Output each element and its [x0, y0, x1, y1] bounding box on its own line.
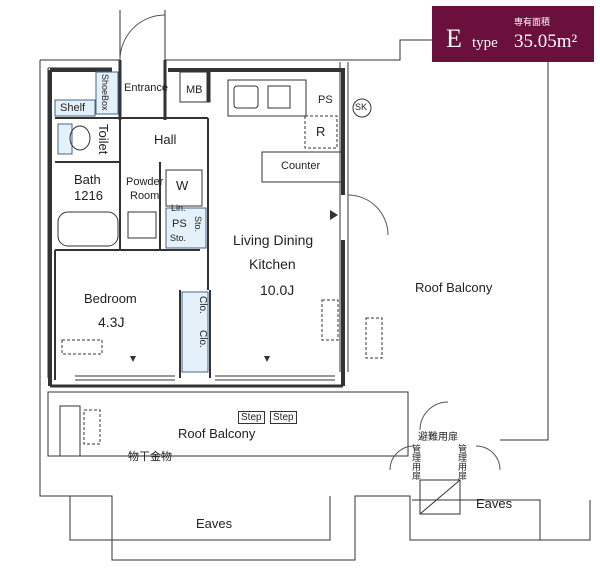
stove — [267, 85, 291, 109]
wall-bath — [55, 161, 200, 251]
storage-units — [165, 207, 207, 249]
label-eaves-left: Eaves — [196, 516, 233, 531]
entry-door-swing — [119, 14, 166, 61]
roof-balcony-lower — [47, 391, 409, 457]
area-value: 35.05m² — [514, 31, 578, 52]
evac-hatch — [419, 479, 461, 515]
window-arrow-bedroom — [130, 356, 136, 362]
wall-entry — [118, 60, 210, 120]
label-ps: PS — [172, 218, 187, 230]
label-sk: SK — [355, 102, 368, 112]
window-arrow-ldk — [264, 356, 270, 362]
washer-box — [165, 169, 203, 207]
mb-box — [179, 71, 211, 103]
shoebox-unit — [95, 71, 119, 115]
label-mgmt-door-1: 管理用扉 — [411, 444, 421, 480]
label-entrance: Entrance — [124, 82, 169, 94]
label-roof-balcony-bottom: Roof Balcony — [178, 426, 256, 441]
label-bedroom: Bedroom — [84, 291, 137, 306]
area-caption: 専有面積 — [514, 18, 551, 28]
label-drying: 物干金物 — [128, 451, 172, 463]
label-mb: MB — [186, 84, 203, 96]
wall-hall — [55, 117, 209, 290]
label-bath-size: 1216 — [74, 188, 103, 203]
label-room: Room — [130, 190, 160, 202]
label-clo-1: Clo. — [197, 296, 208, 314]
type-word: type — [472, 35, 498, 51]
washbasin — [127, 211, 157, 239]
label-eaves-right: Eaves — [476, 496, 513, 511]
label-toilet: Toilet — [96, 124, 111, 155]
vent-ldk — [321, 299, 339, 341]
label-clo-2: Clo. — [197, 330, 208, 348]
label-hall: Hall — [154, 132, 177, 147]
label-step-1: Step — [238, 411, 265, 424]
eaves-left — [69, 496, 331, 560]
counter-box — [261, 151, 343, 183]
label-w: W — [176, 178, 189, 193]
sk-circle — [352, 98, 372, 118]
toilet-bowl — [69, 125, 91, 151]
label-evac-door: 避難用扉 — [418, 432, 458, 443]
vent-balcony — [365, 317, 383, 359]
mgmt-door-swing — [389, 445, 501, 471]
wall-bedroom — [54, 250, 211, 380]
hatch-diagonal — [419, 479, 461, 515]
label-powder: Powder — [126, 176, 164, 188]
vent-bedroom — [61, 339, 103, 355]
window-bedroom — [75, 375, 175, 381]
label-ldk-2: Kitchen — [249, 256, 296, 272]
window-ldk — [215, 375, 335, 381]
label-r: R — [316, 124, 326, 139]
label-lin: Lin. — [171, 203, 186, 213]
closet-units — [181, 291, 209, 373]
label-ldk-1: Living Dining — [233, 232, 314, 248]
type-letter: E — [446, 24, 462, 53]
kitchen-counter — [227, 79, 307, 117]
fridge-box — [304, 115, 338, 149]
bathtub — [57, 211, 119, 247]
label-step-2: Step — [270, 411, 297, 424]
label-sto-1: Sto. — [170, 233, 187, 243]
label-roof-balcony-right: Roof Balcony — [415, 280, 493, 295]
label-counter: Counter — [281, 160, 321, 172]
sink — [233, 85, 259, 109]
toilet-tank — [57, 123, 73, 155]
label-sto-2: Sto. — [193, 216, 203, 233]
label-ldk-size: 10.0J — [260, 282, 295, 298]
label-bedroom-size: 4.3J — [98, 314, 125, 330]
evac-door-swing — [419, 401, 449, 431]
balcony-railing — [59, 405, 81, 457]
type-badge: E type 専有面積 35.05m² — [432, 6, 594, 62]
outer-boundary — [39, 10, 591, 561]
label-shelf: Shelf — [60, 102, 86, 114]
vent-lower — [83, 409, 101, 445]
label-mgmt-door-2: 管理用扉 — [457, 444, 467, 480]
ldk-arrow — [330, 210, 338, 220]
shelf-unit — [54, 99, 96, 117]
eaves-right — [412, 499, 541, 540]
label-ps-top: PS — [318, 94, 333, 106]
label-shoebox: ShoeBox — [100, 74, 110, 111]
ldk-door-swing — [347, 194, 389, 236]
label-bath: Bath — [74, 172, 101, 187]
